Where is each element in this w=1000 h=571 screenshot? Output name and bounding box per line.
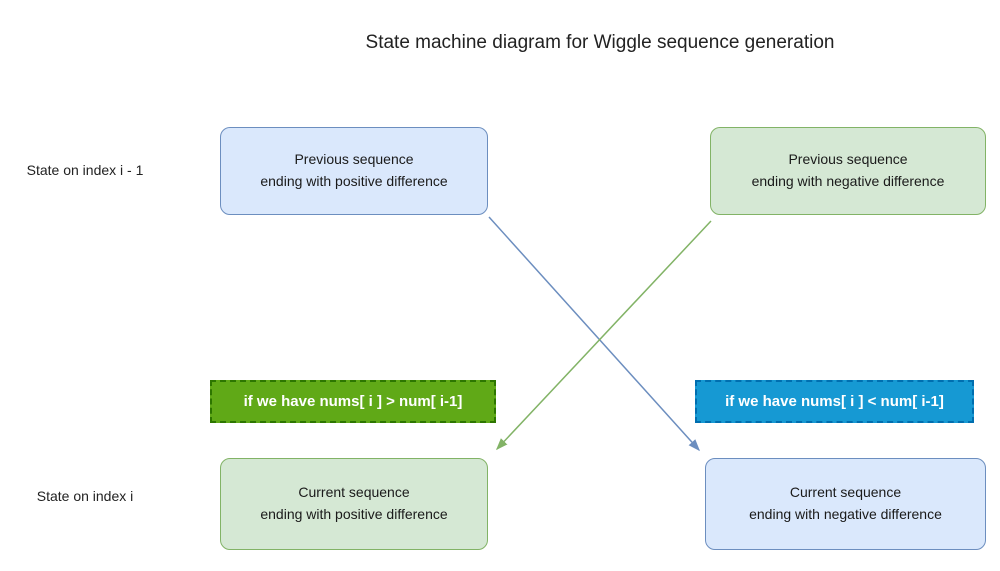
condition-badge-less: if we have nums[ i ] < num[ i-1] — [695, 380, 974, 423]
node-previous-positive: Previous sequence ending with positive d… — [220, 127, 488, 215]
node-previous-negative: Previous sequence ending with negative d… — [710, 127, 986, 215]
condition-text: if we have nums[ i ] > num[ i-1] — [243, 393, 463, 410]
condition-badge-greater: if we have nums[ i ] > num[ i-1] — [210, 380, 496, 423]
row-label-index-i-minus-1: State on index i - 1 — [26, 162, 144, 178]
node-text-line2: ending with positive difference — [260, 506, 448, 522]
node-text-line1: Previous sequence — [788, 151, 908, 168]
node-text-line1: Current sequence — [298, 484, 410, 501]
node-current-negative: Current sequence ending with negative di… — [705, 458, 986, 550]
node-text-line1: Current sequence — [789, 484, 902, 501]
transition-arrow-positive-to-negative — [488, 216, 701, 452]
node-text-line2: ending with negative difference — [749, 506, 942, 522]
node-text-line2: ending with negative difference — [751, 173, 945, 189]
node-current-positive: Current sequence ending with positive di… — [220, 458, 488, 550]
row-label-index-i: State on index i — [36, 488, 134, 504]
diagram-title: State machine diagram for Wiggle sequenc… — [365, 32, 835, 53]
node-text-line2: ending with positive difference — [260, 173, 448, 189]
condition-text: if we have nums[ i ] < num[ i-1] — [725, 393, 944, 410]
transition-arrow-negative-to-positive — [495, 220, 712, 451]
node-text-line1: Previous sequence — [294, 151, 414, 168]
